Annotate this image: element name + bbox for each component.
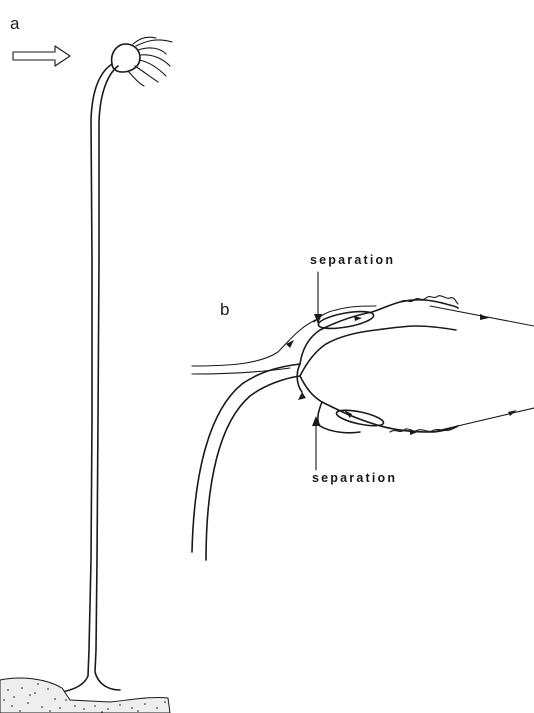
sediment-base <box>0 678 170 713</box>
stalk-detail <box>192 364 300 560</box>
separation-label-bottom: separation <box>312 471 397 485</box>
separation-label-top: separation <box>310 253 395 267</box>
hollow-right-arrow-icon <box>13 46 70 66</box>
lower-tentacle <box>297 364 534 435</box>
upper-tentacle <box>300 296 534 376</box>
panel-a-label: a <box>10 14 20 33</box>
stalk <box>62 64 120 692</box>
incoming-streamlines <box>192 318 320 374</box>
polyp-head <box>112 37 172 86</box>
panel-b-label: b <box>220 300 229 319</box>
